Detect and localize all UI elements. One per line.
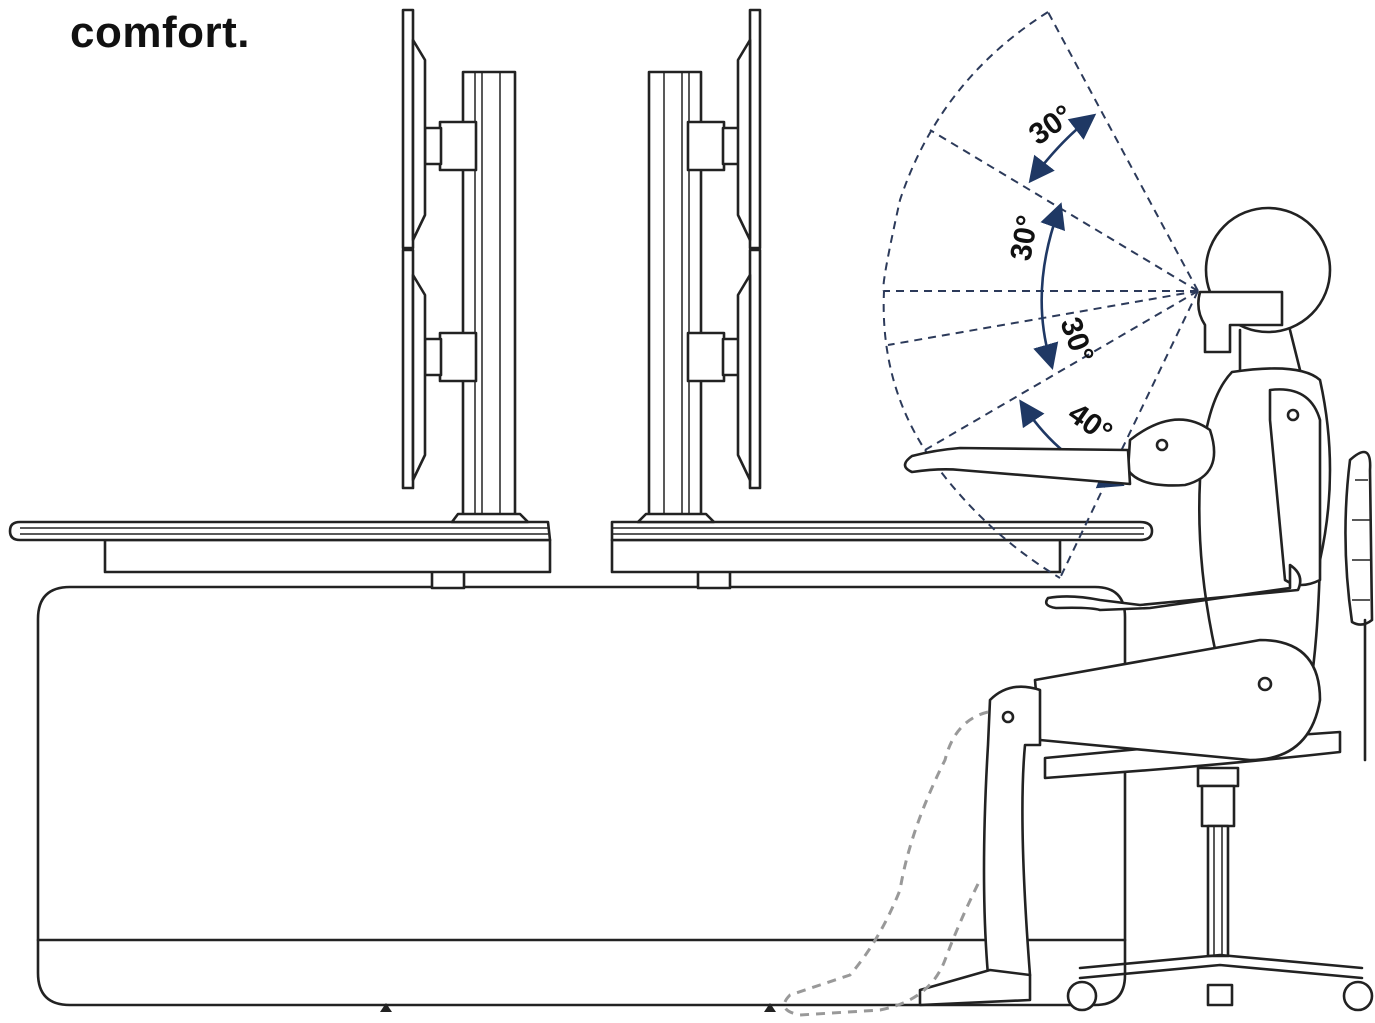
- left-desk-surface: [8, 520, 552, 590]
- right-monitor-stand: [636, 70, 741, 524]
- seated-figure: [903, 206, 1332, 1007]
- page-heading: comfort.: [70, 8, 250, 57]
- alternate-leg-position: [782, 710, 989, 1017]
- angle-label-upper: 30°: [1004, 213, 1044, 263]
- angle-label-lower: 30°: [1053, 313, 1100, 367]
- console-base: [36, 585, 1127, 1012]
- left-monitor-bottom: [401, 248, 427, 490]
- right-monitor-bottom: [736, 248, 762, 490]
- right-monitor-top: [736, 8, 762, 250]
- right-desk-surface: [610, 520, 1154, 590]
- angle-label-bottom: 40°: [1062, 397, 1118, 450]
- left-monitor-stand: [423, 70, 530, 524]
- angle-label-top: 30°: [1023, 99, 1079, 152]
- left-monitor-top: [401, 8, 427, 250]
